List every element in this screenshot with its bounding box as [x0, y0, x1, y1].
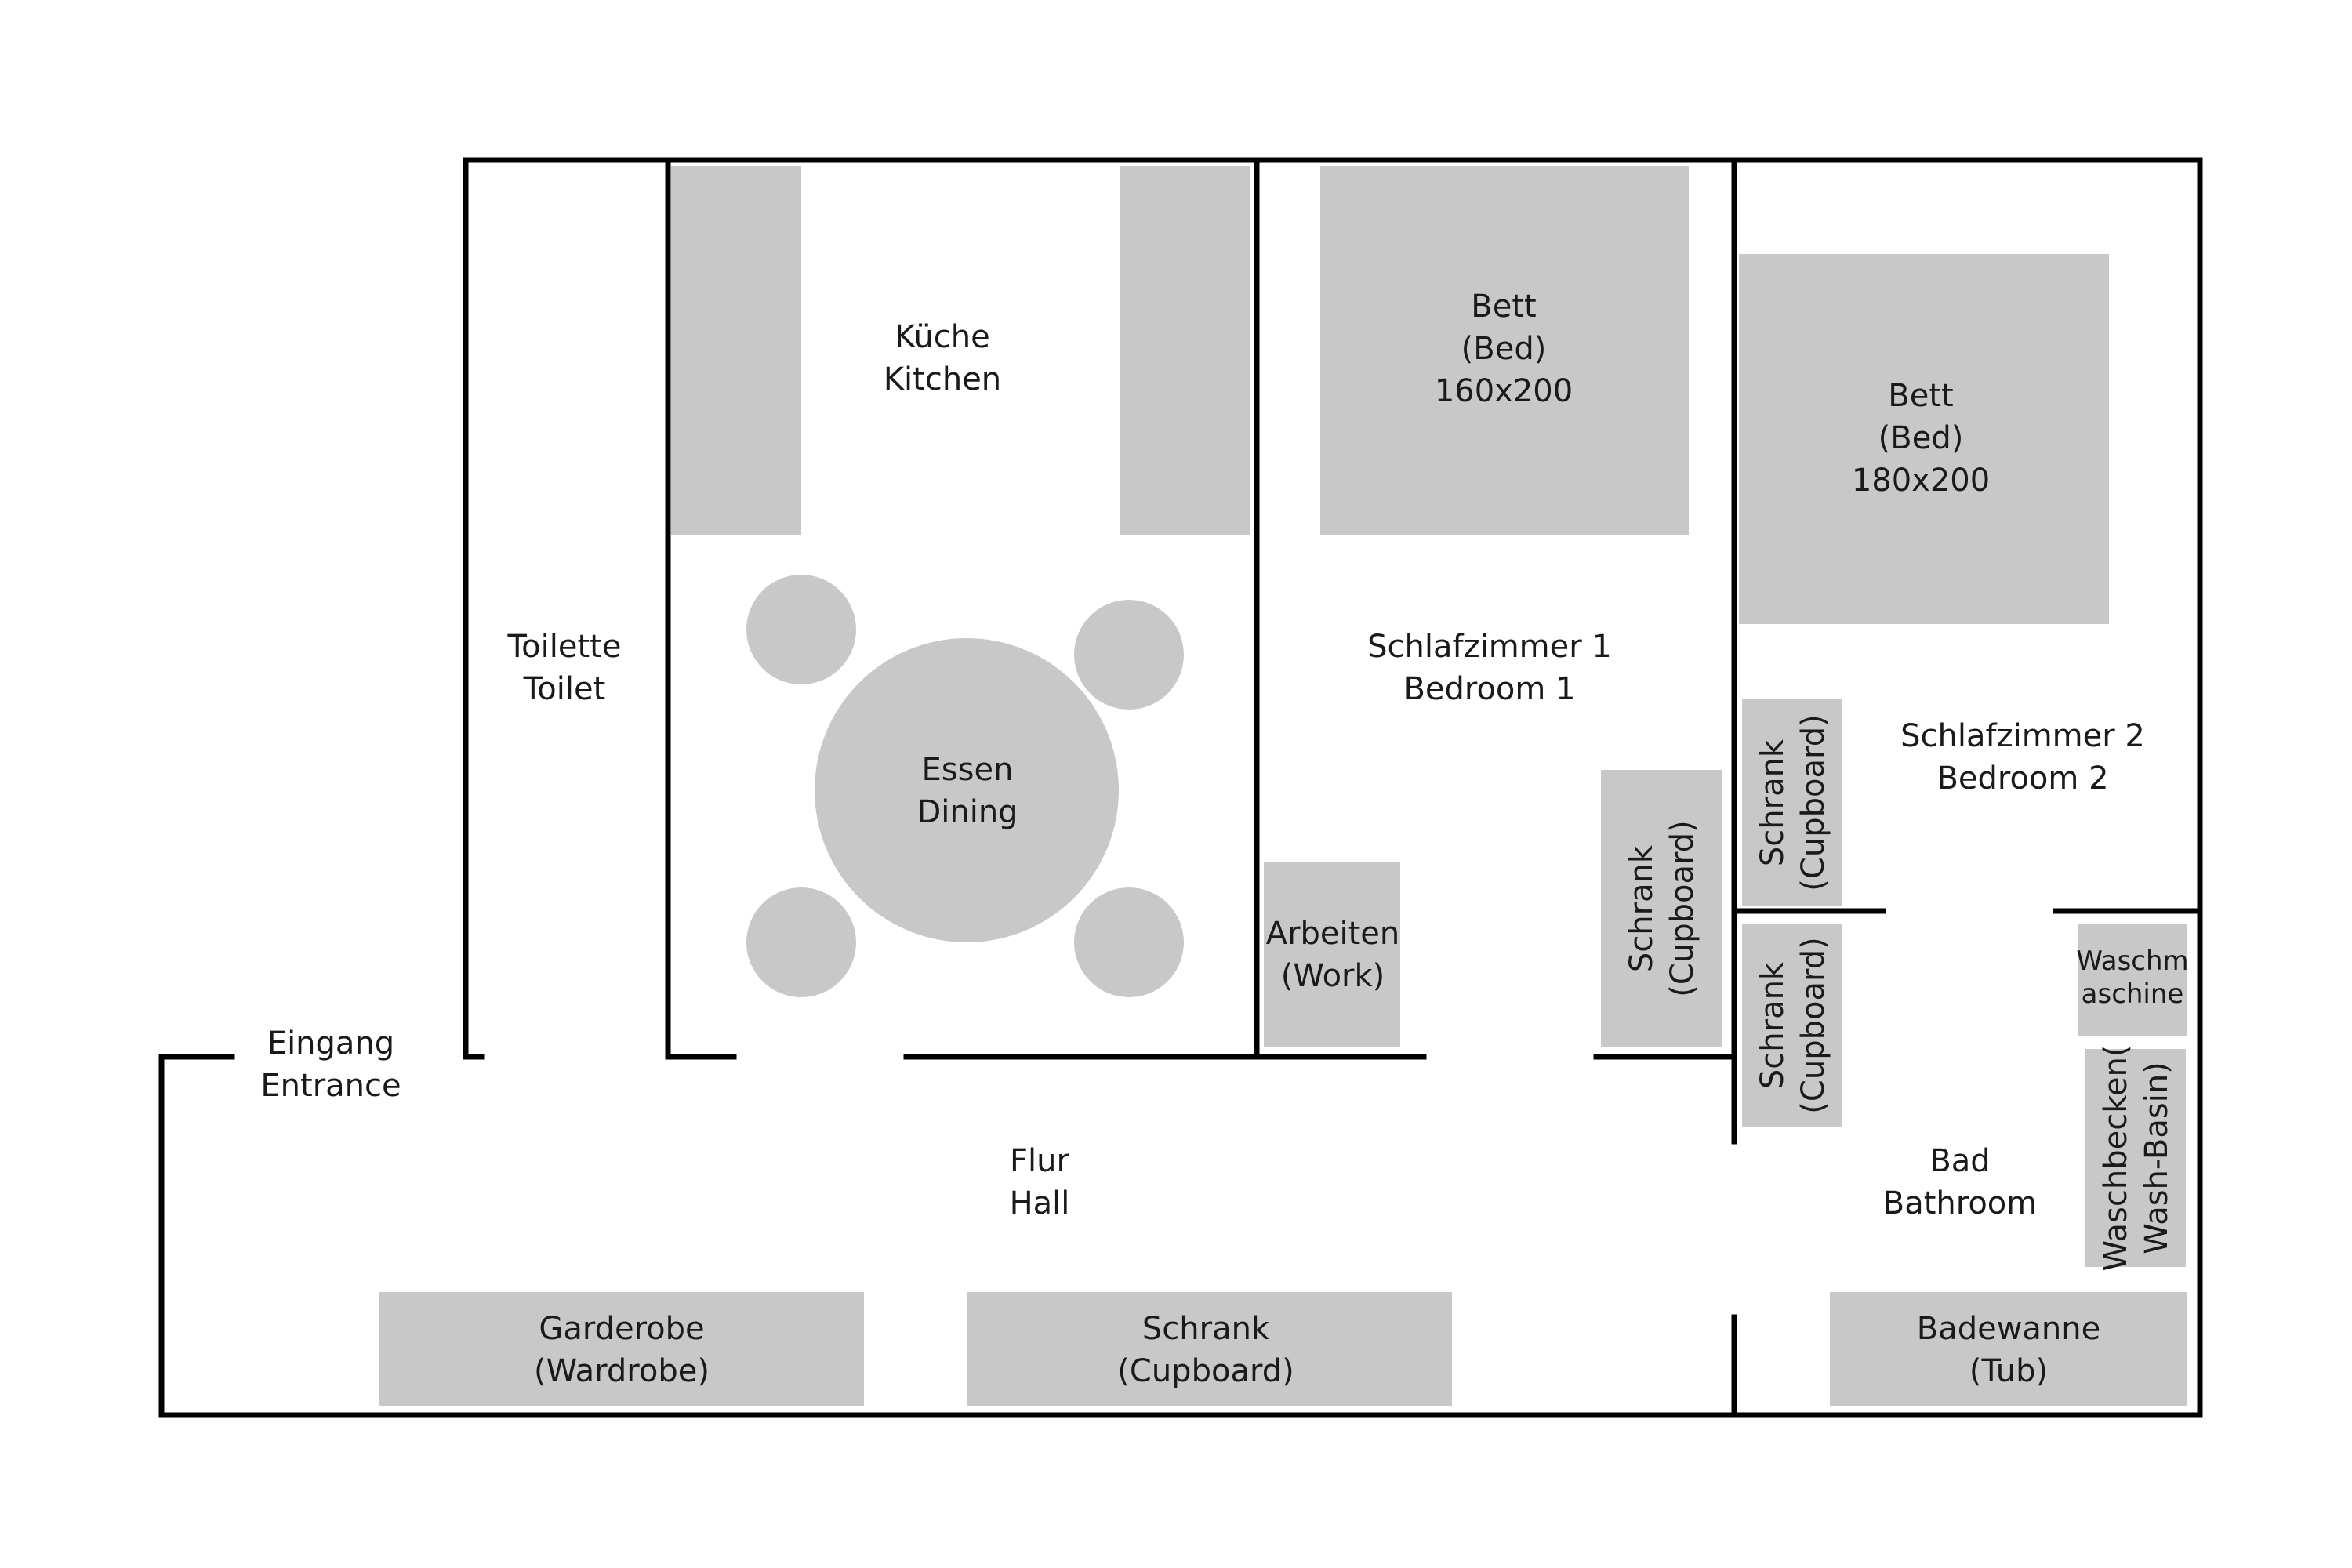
toilet-label-en: Toilet	[523, 671, 606, 707]
cupboard-bedroom2	[1742, 699, 1842, 906]
washing-machine-label-2: aschine	[2082, 978, 2184, 1010]
bathroom-label-de: Bad	[1929, 1143, 1990, 1179]
hall-label-de: Flur	[1010, 1143, 1069, 1179]
wall-toilet-kitchen	[665, 157, 737, 1060]
cupboard-hall	[967, 1292, 1452, 1406]
cupboard-hall-label-2: (Cupboard)	[1117, 1353, 1294, 1389]
washing-machine	[2078, 924, 2187, 1036]
bed1-label-1: Bett	[1471, 289, 1536, 325]
dining-chair-bottom-left	[746, 887, 856, 997]
wash-basin-label-1: Waschbecken(	[2098, 1045, 2134, 1272]
tub-label-1: Badewanne	[1917, 1311, 2101, 1347]
bathtub	[1830, 1292, 2187, 1406]
furniture-layer	[379, 166, 2187, 1406]
dining-label-en: Dining	[916, 794, 1018, 830]
bed2-label-1: Bett	[1888, 378, 1953, 414]
bed-180x200	[1739, 254, 2109, 624]
wash-basin	[2085, 1049, 2186, 1267]
bedroom1-label-en: Bedroom 1	[1403, 671, 1575, 707]
bed1-label-2: (Bed)	[1461, 331, 1547, 367]
kitchen-counter-right	[1120, 166, 1250, 535]
entrance-label-en: Entrance	[260, 1068, 401, 1104]
cupboard-bedroom1	[1601, 770, 1722, 1047]
bedroom2-label-en: Bedroom 2	[1936, 760, 2108, 797]
bed2-label-2: (Bed)	[1878, 420, 1964, 456]
cupboard-bathroom	[1742, 924, 1842, 1127]
bedroom2-label-de: Schlafzimmer 2	[1900, 718, 2145, 754]
dining-label-de: Essen	[922, 752, 1014, 788]
dining-chair-top-left	[746, 575, 856, 684]
hall-label-en: Hall	[1010, 1185, 1070, 1221]
kitchen-label-en: Kitchen	[884, 361, 1001, 397]
toilet-label-de: Toilette	[507, 629, 622, 665]
cupboard-bathroom-label-2: (Cupboard)	[1795, 937, 1831, 1113]
kitchen-label-de: Küche	[895, 319, 990, 355]
entrance-label-de: Eingang	[267, 1025, 394, 1062]
dining-chair-bottom-right	[1074, 887, 1184, 997]
outer-wall	[158, 157, 2203, 1418]
cupboard-bedroom2-label-2: (Cupboard)	[1795, 714, 1831, 891]
bed2-label-3: 180x200	[1852, 463, 1990, 499]
wardrobe-label-1: Garderobe	[539, 1311, 704, 1347]
walls-layer	[158, 157, 2203, 1418]
cupboard-bedroom1-label-1: Schrank	[1624, 844, 1660, 972]
washing-machine-label-1: Waschm	[2076, 946, 2188, 977]
labels-layer: Küche Kitchen Essen Dining Toilette Toil…	[260, 289, 2188, 1389]
work-label-1: Arbeiten	[1266, 916, 1400, 952]
cupboard-bathroom-label-1: Schrank	[1755, 961, 1791, 1089]
tub-label-2: (Tub)	[1969, 1353, 2048, 1389]
work-label-2: (Work)	[1281, 958, 1385, 994]
wardrobe-label-2: (Wardrobe)	[534, 1353, 710, 1389]
wardrobe	[379, 1292, 864, 1406]
kitchen-counter-left	[671, 166, 801, 535]
wash-basin-label-2: Wash-Basin)	[2139, 1062, 2175, 1254]
cupboard-hall-label-1: Schrank	[1142, 1311, 1270, 1347]
bathroom-label-en: Bathroom	[1883, 1185, 2037, 1221]
cupboard-bedroom2-label-1: Schrank	[1755, 739, 1791, 866]
dining-chair-top-right	[1074, 600, 1184, 710]
bed1-label-3: 160x200	[1435, 373, 1573, 409]
bed-160x200	[1320, 166, 1689, 535]
dining-table	[815, 638, 1119, 942]
bedroom1-label-de: Schlafzimmer 1	[1367, 629, 1612, 665]
work-desk	[1264, 862, 1400, 1047]
cupboard-bedroom1-label-2: (Cupboard)	[1664, 820, 1700, 996]
